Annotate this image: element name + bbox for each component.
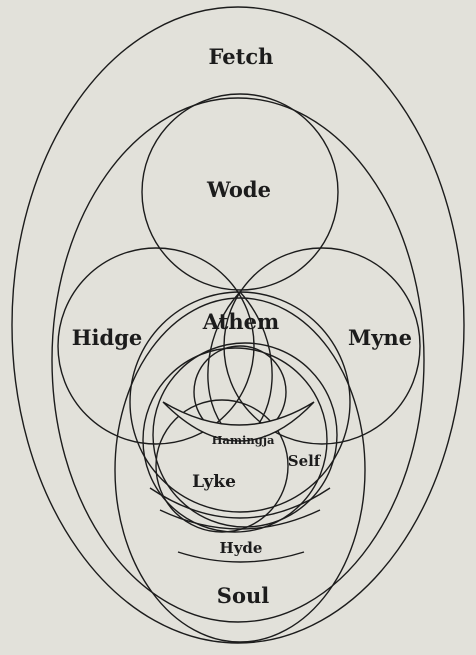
label-self: Self <box>288 452 322 470</box>
hyde-arc-lower <box>177 551 305 563</box>
label-hidge: Hidge <box>72 325 143 350</box>
wode-circle <box>141 93 339 291</box>
athem-loop-right <box>239 291 273 426</box>
label-fetch: Fetch <box>209 44 274 69</box>
hyde-arc-upper <box>159 509 321 530</box>
label-hamingja: Hamingja <box>212 433 275 447</box>
label-athem: Athem <box>202 309 279 334</box>
fetch-ellipse <box>11 6 465 644</box>
hamingja-crescent <box>162 401 315 442</box>
hidge-circle <box>57 247 255 445</box>
soul-ellipse <box>114 297 366 643</box>
label-lyke: Lyke <box>192 472 236 492</box>
label-wode: Wode <box>206 177 271 202</box>
label-soul: Soul <box>217 583 269 608</box>
inner-left-circle <box>142 347 328 533</box>
label-myne: Myne <box>348 325 412 350</box>
inner-right-circle <box>152 342 338 528</box>
self-circle <box>155 399 289 533</box>
label-hyde: Hyde <box>220 539 263 557</box>
outer-inner-ellipse <box>51 97 425 623</box>
athem-loop-left <box>207 291 241 426</box>
lyke-arc <box>149 487 331 519</box>
